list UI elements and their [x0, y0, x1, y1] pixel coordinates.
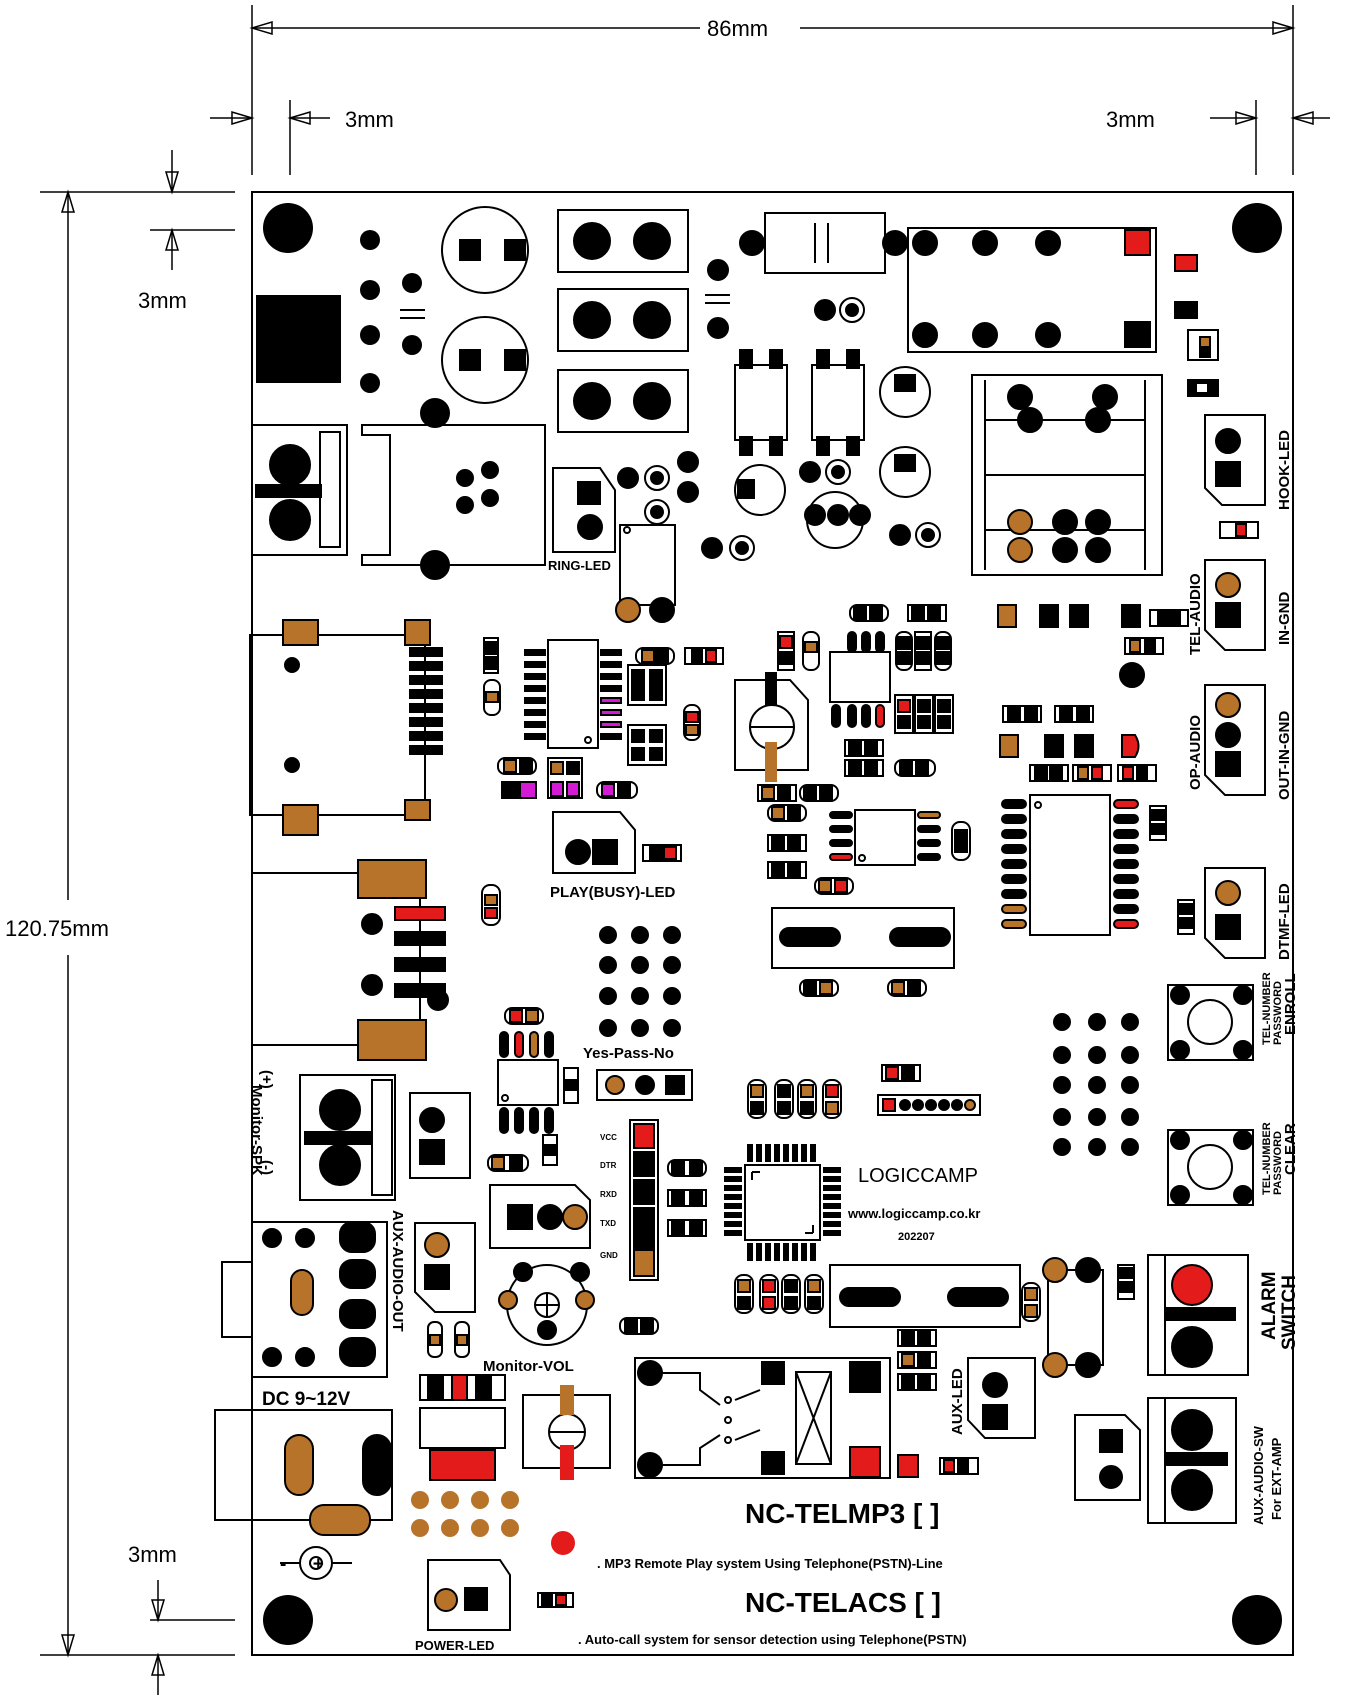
aux-audio-sw-label: AUX-AUDIO-SW — [1251, 1425, 1266, 1525]
dc-jack — [214, 1409, 393, 1580]
smd-vertical-left — [481, 884, 501, 926]
in-gnd-label: IN-GND — [1276, 592, 1293, 645]
pin-header-right — [1053, 1013, 1139, 1156]
clear-label: CLEAR — [1282, 1123, 1299, 1175]
dimension-lines — [40, 5, 1330, 1695]
sd-card-socket — [249, 619, 443, 836]
hook-led-component — [1204, 414, 1266, 539]
smd-parts-center — [757, 604, 971, 997]
yes-pass-no-header — [596, 1069, 693, 1101]
aux-audio-out-label: AUX-AUDIO-OUT — [389, 1210, 406, 1332]
monitor-spk-terminal — [299, 1074, 471, 1201]
dc-jack-top-left — [256, 230, 425, 393]
hook-led-label: HOOK-LED — [1276, 430, 1293, 510]
product-1-desc: . MP3 Remote Play system Using Telephone… — [597, 1556, 943, 1571]
smd-parts-upper — [997, 604, 1189, 841]
gnd-label: GND — [600, 1251, 618, 1260]
alarm-switch[interactable] — [1147, 1254, 1249, 1376]
for-ext-amp-label: For EXT-AMP — [1269, 1437, 1284, 1520]
dim-margin-right: 3mm — [1106, 107, 1155, 132]
clear-button[interactable] — [1167, 1129, 1254, 1206]
txd-label: TXD — [600, 1219, 616, 1228]
play-busy-led-component — [552, 811, 682, 874]
ring-led-component — [552, 467, 676, 623]
dim-margin-top: 3mm — [138, 288, 187, 313]
aux-audio-out-jack — [221, 1221, 476, 1378]
dtr-label: DTR — [600, 1161, 617, 1170]
website-label: www.logiccamp.co.kr — [847, 1206, 980, 1221]
monitor-spk-label: Monitor-SPK — [248, 1085, 265, 1176]
monitor-vol-pot[interactable] — [498, 1262, 595, 1346]
password-label-2: PASSWORD — [1272, 1131, 1284, 1195]
mcu-qfp — [724, 1144, 841, 1261]
vcc-label: VCC — [600, 1133, 617, 1142]
op-audio-label: OP-AUDIO — [1187, 715, 1204, 790]
monitor-spk-minus-label: (-) — [258, 1160, 275, 1175]
aux-audio-switch[interactable] — [1074, 1397, 1237, 1524]
mounting-holes — [263, 203, 1282, 1645]
op-audio-connector — [1204, 684, 1266, 796]
monitor-spk-plus-label: (+) — [258, 1070, 275, 1089]
terminal-block-left — [251, 398, 546, 580]
electrolytic-caps-top — [441, 206, 529, 404]
opto-lower-right — [1042, 1257, 1135, 1378]
ring-led-label: RING-LED — [548, 558, 611, 573]
power-led-label: POWER-LED — [415, 1638, 494, 1653]
dtmf-led-component — [1177, 867, 1266, 959]
uart-header — [629, 1119, 659, 1281]
switch-label: SWITCH — [1279, 1275, 1300, 1350]
dc-input-label: DC 9~12V — [262, 1389, 351, 1410]
smd-caps-uart — [667, 1159, 707, 1237]
relay-blocks — [557, 209, 689, 433]
power-pin-header — [411, 1491, 575, 1555]
product-2-title: NC-TELACS [ ] — [745, 1587, 941, 1618]
dim-margin-bottom: 3mm — [128, 1542, 177, 1567]
smd-row-above-mcu — [747, 1064, 981, 1119]
dim-margin-left: 3mm — [345, 107, 394, 132]
brand-label: LOGICCAMP — [858, 1165, 978, 1187]
enroll-button[interactable] — [1167, 984, 1254, 1061]
dim-width: 86mm — [707, 16, 768, 41]
password-label-1: PASSWORD — [1272, 981, 1284, 1045]
trimmer-pot-middle — [734, 672, 809, 782]
ic-opto-middle — [487, 1007, 659, 1335]
enroll-label: ENROLL — [1282, 973, 1299, 1035]
voltage-regulator — [419, 1321, 506, 1481]
relay-bottom — [634, 1357, 891, 1479]
dtmf-led-label: DTMF-LED — [1276, 883, 1293, 960]
play-busy-led-label: PLAY(BUSY)-LED — [550, 884, 675, 901]
ic-dtmf — [1001, 794, 1139, 936]
rxd-label: RXD — [600, 1190, 617, 1199]
yes-pass-no-label: Yes-Pass-No — [583, 1045, 674, 1062]
monitor-vol-label: Monitor-VOL — [483, 1358, 574, 1375]
tel-number-label-1: TEL-NUMBER — [1261, 972, 1273, 1045]
power-led-component — [427, 1559, 574, 1631]
film-cap-top — [705, 212, 908, 339]
aux-led-label: AUX-LED — [949, 1368, 966, 1435]
smd-row-below-mcu — [734, 1264, 1041, 1328]
trimmer-pot-lower — [522, 1385, 611, 1480]
product-2-desc: . Auto-call system for sensor detection … — [578, 1632, 967, 1647]
product-1-title: NC-TELMP3 [ ] — [745, 1498, 939, 1529]
speaker-amp-area — [252, 859, 449, 1061]
tel-audio-connector — [1204, 559, 1266, 651]
smd-row-magenta — [497, 757, 638, 799]
out-in-gnd-label: OUT-IN-GND — [1276, 711, 1293, 800]
transformer-mid-right — [971, 374, 1163, 576]
pin-header-center — [599, 926, 681, 1037]
tel-number-label-2: TEL-NUMBER — [1261, 1122, 1273, 1195]
alarm-label: ALARM — [1259, 1271, 1280, 1340]
tel-audio-label: TEL-AUDIO — [1187, 573, 1204, 655]
dim-height: 120.75mm — [5, 916, 109, 941]
aux-led-component — [897, 1329, 1036, 1478]
bridge-rectifiers — [617, 349, 941, 561]
ic-soic-upper-left — [483, 637, 724, 766]
transformer-top-right — [907, 227, 1219, 397]
date-code-label: 202207 — [898, 1231, 935, 1243]
polarity-label: - + — [280, 1554, 324, 1575]
